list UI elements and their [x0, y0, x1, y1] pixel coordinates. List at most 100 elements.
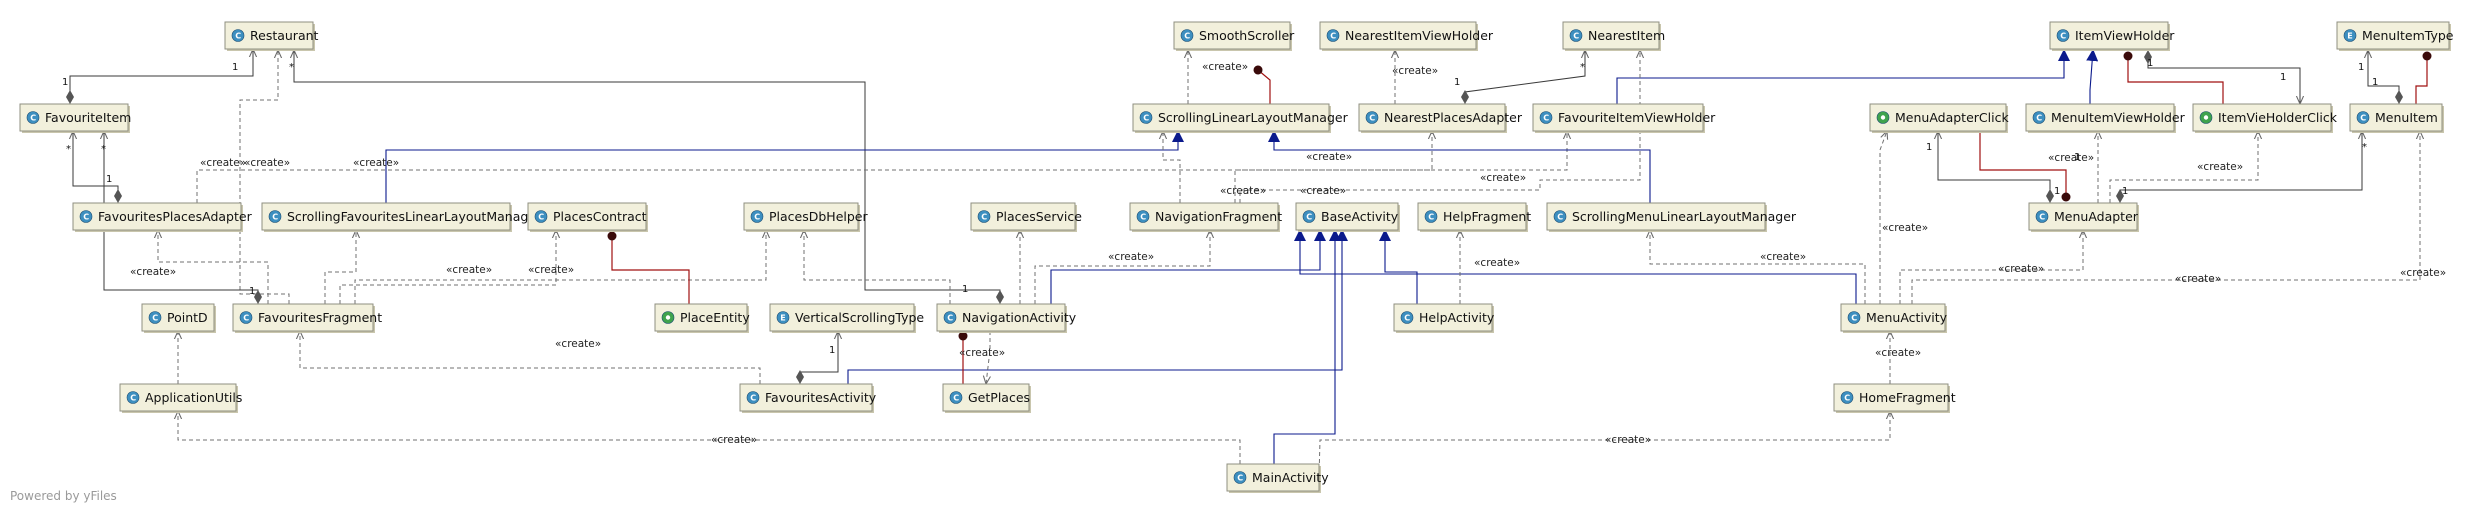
node-label: PlacesContract	[553, 209, 647, 224]
edge-association-favouriteitem-to-restaurant	[70, 49, 253, 104]
edge-inheritance-favouritesactivity-to-baseactivity	[847, 229, 1348, 384]
class-icon: C	[750, 210, 764, 223]
class-icon: C	[2356, 111, 2370, 124]
class-node-place-entity[interactable]: PlaceEntity	[654, 303, 750, 333]
class-icon: C	[231, 29, 245, 42]
node-label: ScrollingMenuLinearLayoutManager	[1572, 209, 1797, 224]
enum-icon: E	[2343, 29, 2357, 42]
class-icon: C	[148, 311, 162, 324]
multiplicity-label: 1	[2122, 186, 2128, 197]
node-label: MenuItem	[2375, 110, 2438, 125]
svg-text:C: C	[1573, 32, 1579, 41]
svg-text:C: C	[1404, 314, 1410, 323]
class-icon: C	[1139, 111, 1153, 124]
svg-text:C: C	[1306, 213, 1312, 222]
node-label: MenuAdapter	[2054, 209, 2139, 224]
class-icon: C	[2035, 210, 2049, 223]
svg-text:C: C	[1557, 213, 1563, 222]
create-stereotype-label: «create»	[2197, 161, 2243, 173]
class-icon: C	[977, 210, 991, 223]
svg-text:C: C	[750, 394, 756, 403]
class-node-menu-adapter[interactable]: C MenuAdapter	[2028, 202, 2139, 232]
create-stereotype-label: «create»	[1875, 347, 1921, 359]
class-icon: C	[1424, 210, 1438, 223]
class-node-scrolling-menu-linear-layout-manager[interactable]: C ScrollingMenuLinearLayoutManager	[1546, 202, 1797, 232]
multiplicity-label: 1	[2074, 152, 2080, 163]
edge-create-favouritesplacesadapter-to-favouriteitemviewholder	[196, 131, 1567, 203]
node-box	[261, 202, 511, 231]
class-node-menu-item[interactable]: C MenuItem	[2349, 103, 2444, 133]
node-label: MenuAdapterClick	[1895, 110, 2009, 125]
edge-inheritance-scrollingfavouriteslinearlayoutmanager-to-scrollinglinearlayoutmanager	[385, 130, 1184, 203]
svg-text:C: C	[1330, 32, 1336, 41]
edge-association-menuadapter-to-menuitem	[2120, 131, 2362, 203]
edge-inner-menuitem-to-menuitemtype	[2415, 51, 2432, 104]
multiplicity-label: *	[289, 62, 294, 73]
class-icon: C	[1539, 111, 1553, 124]
powered-by-label: Powered by yFiles	[10, 489, 117, 503]
create-stereotype-label: «create»	[2400, 267, 2446, 279]
class-icon: C	[1569, 29, 1583, 42]
node-box	[1132, 103, 1330, 132]
node-box	[1173, 21, 1291, 50]
multiplicity-label: 1	[2054, 186, 2060, 197]
create-stereotype-label: «create»	[711, 434, 757, 446]
create-stereotype-label: «create»	[2048, 152, 2094, 164]
create-stereotype-label: «create»	[1202, 61, 1248, 73]
svg-text:C: C	[235, 32, 241, 41]
create-stereotype-label: «create»	[1306, 151, 1352, 163]
svg-text:C: C	[1369, 114, 1375, 123]
edge-create-favouritesfragment-to-placescontract	[339, 230, 556, 304]
multiplicity-label: 1	[2280, 72, 2286, 83]
node-label: FavouriteItem	[45, 110, 131, 125]
create-stereotype-label: «create»	[1605, 434, 1651, 446]
svg-text:C: C	[243, 314, 249, 323]
node-label: ScrollingFavouritesLinearLayoutManager	[287, 209, 542, 224]
node-label: ItemVieHolderClick	[2218, 110, 2338, 125]
create-stereotype-label: «create»	[130, 266, 176, 278]
svg-text:C: C	[754, 213, 760, 222]
edge-inheritance-menuitemviewholder-to-itemviewholder	[2086, 49, 2099, 104]
node-box	[1532, 103, 1704, 132]
class-node-menu-adapter-click[interactable]: MenuAdapterClick	[1869, 103, 2009, 133]
class-node-item-vie-holder-click[interactable]: ItemVieHolderClick	[2192, 103, 2338, 133]
edge-create-mainactivity-to-applicationutils	[178, 411, 1241, 464]
create-stereotype-label: «create»	[1760, 251, 1806, 263]
enum-icon: E	[776, 311, 790, 324]
create-stereotype-label: «create»	[1474, 257, 1520, 269]
node-label: ItemViewHolder	[2075, 28, 2175, 43]
class-icon: C	[79, 210, 93, 223]
edge-create-menuactivity-to-menuadapter	[1899, 230, 2083, 304]
create-stereotype-label: «create»	[1998, 263, 2044, 275]
